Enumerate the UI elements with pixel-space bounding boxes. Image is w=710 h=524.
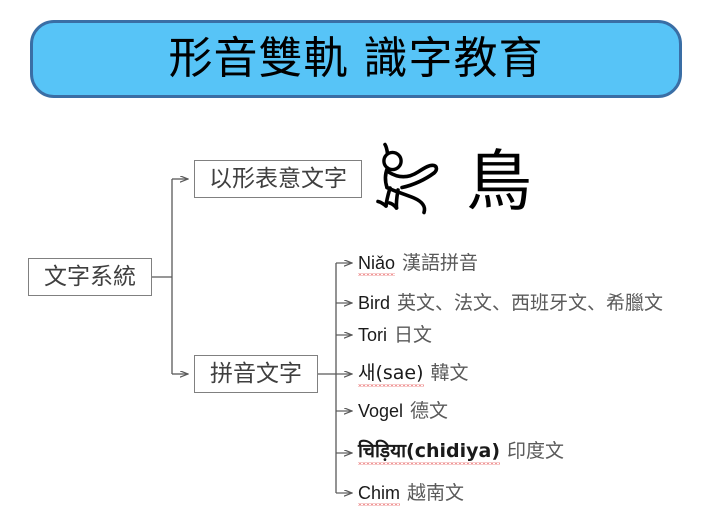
node-ideographic-script[interactable]: 以形表意文字 xyxy=(194,160,362,198)
language-label: 韓文 xyxy=(430,362,469,384)
language-name: Tori xyxy=(358,325,388,345)
oracle-bone-bird-pictograph-icon xyxy=(376,142,439,215)
language-name: Vogel xyxy=(358,401,404,421)
node-ideographic-script-label: 以形表意文字 xyxy=(209,165,347,192)
language-label: 越南文 xyxy=(407,482,465,504)
language-label: 英文、法文、西班牙文、希臘文 xyxy=(397,292,664,314)
language-list: Niǎo 漢語拼音 Bird 英文、法文、西班牙文、希臘文 Tori 日文 새(sae… xyxy=(358,110,710,524)
bird-example: 鳥 xyxy=(374,142,544,224)
language-name: 새(sae) xyxy=(358,362,424,384)
list-item[interactable]: 새(sae) 韓文 xyxy=(358,364,469,383)
language-name: Niǎo xyxy=(358,253,396,273)
title-banner: 形音雙軌 識字教育 xyxy=(30,20,682,98)
list-item[interactable]: Tori 日文 xyxy=(358,326,432,345)
node-writing-system-label: 文字系統 xyxy=(44,263,136,290)
language-label: 漢語拼音 xyxy=(402,252,479,274)
tree-diagram: 文字系統 以形表意文字 拼音文字 xyxy=(0,110,710,524)
language-name: चिड़िया(chidiya) xyxy=(358,440,501,462)
list-item[interactable]: Niǎo 漢語拼音 xyxy=(358,254,478,273)
language-label: 印度文 xyxy=(507,440,565,462)
list-item[interactable]: Chim 越南文 xyxy=(358,484,464,503)
node-writing-system[interactable]: 文字系統 xyxy=(28,258,152,296)
language-label: 德文 xyxy=(410,400,449,422)
language-label: 日文 xyxy=(394,324,433,346)
connector-lines xyxy=(152,110,710,524)
list-item[interactable]: Bird 英文、法文、西班牙文、希臘文 xyxy=(358,294,663,313)
list-item[interactable]: Vogel 德文 xyxy=(358,402,448,421)
page-title: 形音雙軌 識字教育 xyxy=(168,33,544,84)
language-name: Bird xyxy=(358,293,391,313)
list-item[interactable]: चिड़िया(chidiya) 印度文 xyxy=(358,442,564,461)
bird-character-niao: 鳥 xyxy=(466,143,532,220)
language-name: Chim xyxy=(358,483,401,503)
node-phonetic-script[interactable]: 拼音文字 xyxy=(194,355,318,393)
node-phonetic-script-label: 拼音文字 xyxy=(210,360,302,387)
